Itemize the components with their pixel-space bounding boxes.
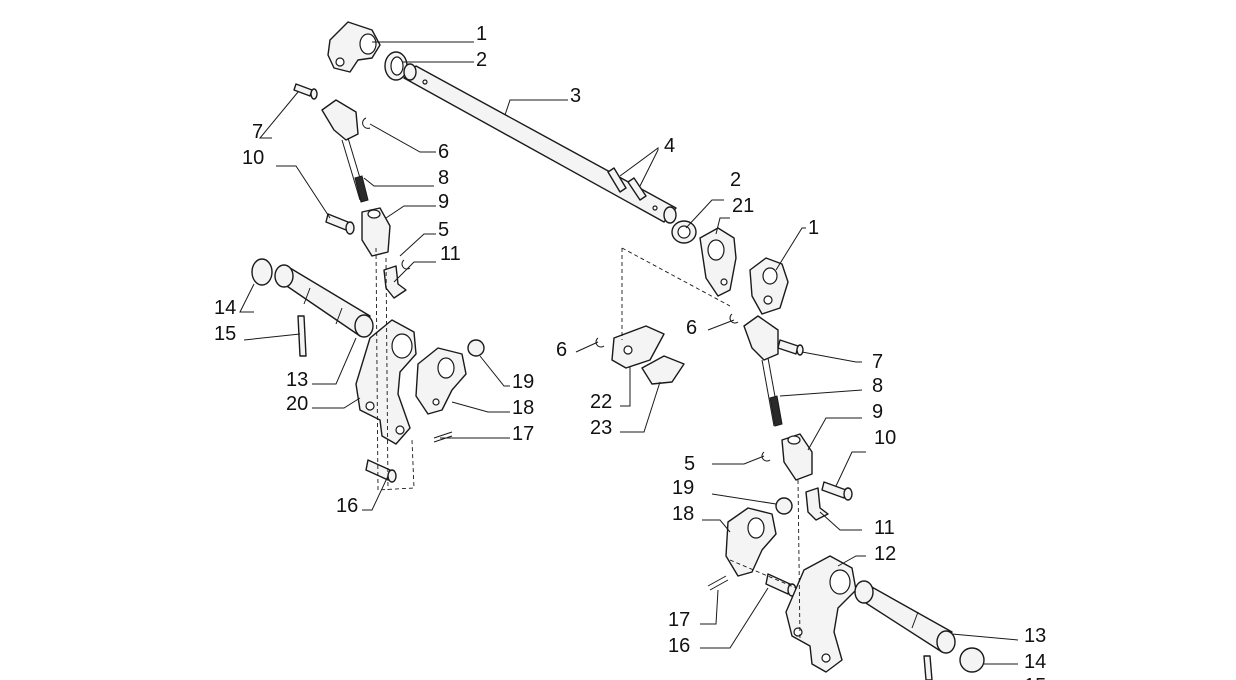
- callout-11-right: 11: [874, 517, 895, 539]
- part-12-lever: [785, 555, 857, 673]
- part-8-rod-right: [743, 315, 783, 427]
- callout-7-left: 7: [252, 121, 263, 143]
- part-17-right: [707, 575, 729, 591]
- callout-13-left: 13: [286, 369, 308, 391]
- callout-10-right: 10: [874, 427, 896, 449]
- callout-22: 22: [590, 391, 612, 413]
- callout-2-right: 2: [730, 169, 741, 191]
- part-1-right: [749, 257, 789, 315]
- part-16-right: [765, 573, 797, 597]
- part-19-right: [775, 497, 793, 515]
- callout-1-right: 1: [808, 217, 819, 239]
- callout-2-top: 2: [476, 49, 487, 71]
- part-6-left: [362, 117, 371, 129]
- part-17-left: [433, 431, 453, 443]
- callout-6-top: 6: [438, 141, 449, 163]
- part-15-left: [297, 315, 307, 357]
- callout-10-left: 10: [242, 147, 264, 169]
- part-13-left: [274, 264, 374, 338]
- callout-18-left: 18: [512, 397, 534, 419]
- part-11-left: [383, 265, 407, 299]
- part-15-right: [923, 655, 933, 680]
- callout-5-left: 5: [438, 219, 449, 241]
- callout-3: 3: [570, 85, 581, 107]
- part-9-left: [361, 207, 391, 257]
- callout-14-right: 14: [1024, 651, 1046, 673]
- callout-15-left: 15: [214, 323, 236, 345]
- callout-18-right: 18: [672, 503, 694, 525]
- callout-23: 23: [590, 417, 612, 439]
- callout-1-top: 1: [476, 23, 487, 45]
- part-18-left: [415, 347, 467, 415]
- callout-11-left: 11: [440, 243, 461, 265]
- callout-8-right: 8: [872, 375, 883, 397]
- part-2-top: [384, 51, 408, 81]
- callout-12: 12: [874, 543, 896, 565]
- callout-17-left: 17: [512, 423, 534, 445]
- part-3-shaft: [403, 63, 677, 224]
- callout-15-right: 15: [1024, 675, 1046, 680]
- part-11-right: [805, 487, 829, 521]
- part-13-right: [854, 580, 956, 654]
- part-10-left: [325, 213, 355, 235]
- callout-5-right: 5: [684, 453, 695, 475]
- alignment-lines: [375, 247, 801, 641]
- callout-8-left: 8: [438, 167, 449, 189]
- leader-lines: [239, 41, 1019, 665]
- callout-19-right: 19: [672, 477, 694, 499]
- callout-9-left: 9: [438, 191, 449, 213]
- part-18-right: [725, 507, 777, 577]
- part-21-collar: [699, 227, 737, 297]
- part-14-left: [251, 258, 273, 286]
- part-4-pins: [607, 167, 647, 201]
- part-5-left: [401, 259, 411, 270]
- callout-13-right: 13: [1024, 625, 1046, 647]
- part-6-mid: [595, 337, 605, 348]
- part-20-lever: [355, 319, 417, 445]
- callouts: 1 2 3 4 6 7 10 8 9 5 11 14 15 13 20 19 1…: [214, 23, 1046, 680]
- callout-17-right: 17: [668, 609, 690, 631]
- callout-7-right: 7: [872, 351, 883, 373]
- callout-9-right: 9: [872, 401, 883, 423]
- callout-6-mid: 6: [556, 339, 567, 361]
- part-5-right: [761, 451, 771, 462]
- part-2-right: [671, 220, 697, 244]
- part-6-right: [729, 313, 739, 324]
- part-1-top: [327, 21, 381, 73]
- part-19-left: [467, 339, 485, 357]
- callout-14-left: 14: [214, 297, 236, 319]
- callout-16-right: 16: [668, 635, 690, 657]
- part-16-left: [365, 459, 397, 483]
- part-9-right: [781, 433, 813, 481]
- part-7-left: [293, 83, 318, 100]
- callout-19-left: 19: [512, 371, 534, 393]
- callout-16-left: 16: [336, 495, 358, 517]
- part-10-right: [821, 481, 853, 501]
- callout-4: 4: [664, 135, 675, 157]
- part-8-rod-left: [321, 99, 369, 203]
- callout-6-right: 6: [686, 317, 697, 339]
- part-7-right: [777, 339, 804, 356]
- part-23-pin: [641, 355, 685, 385]
- part-22-clevis: [611, 325, 665, 369]
- part-14-right: [959, 647, 985, 673]
- callout-21: 21: [732, 195, 754, 217]
- callout-20: 20: [286, 393, 308, 415]
